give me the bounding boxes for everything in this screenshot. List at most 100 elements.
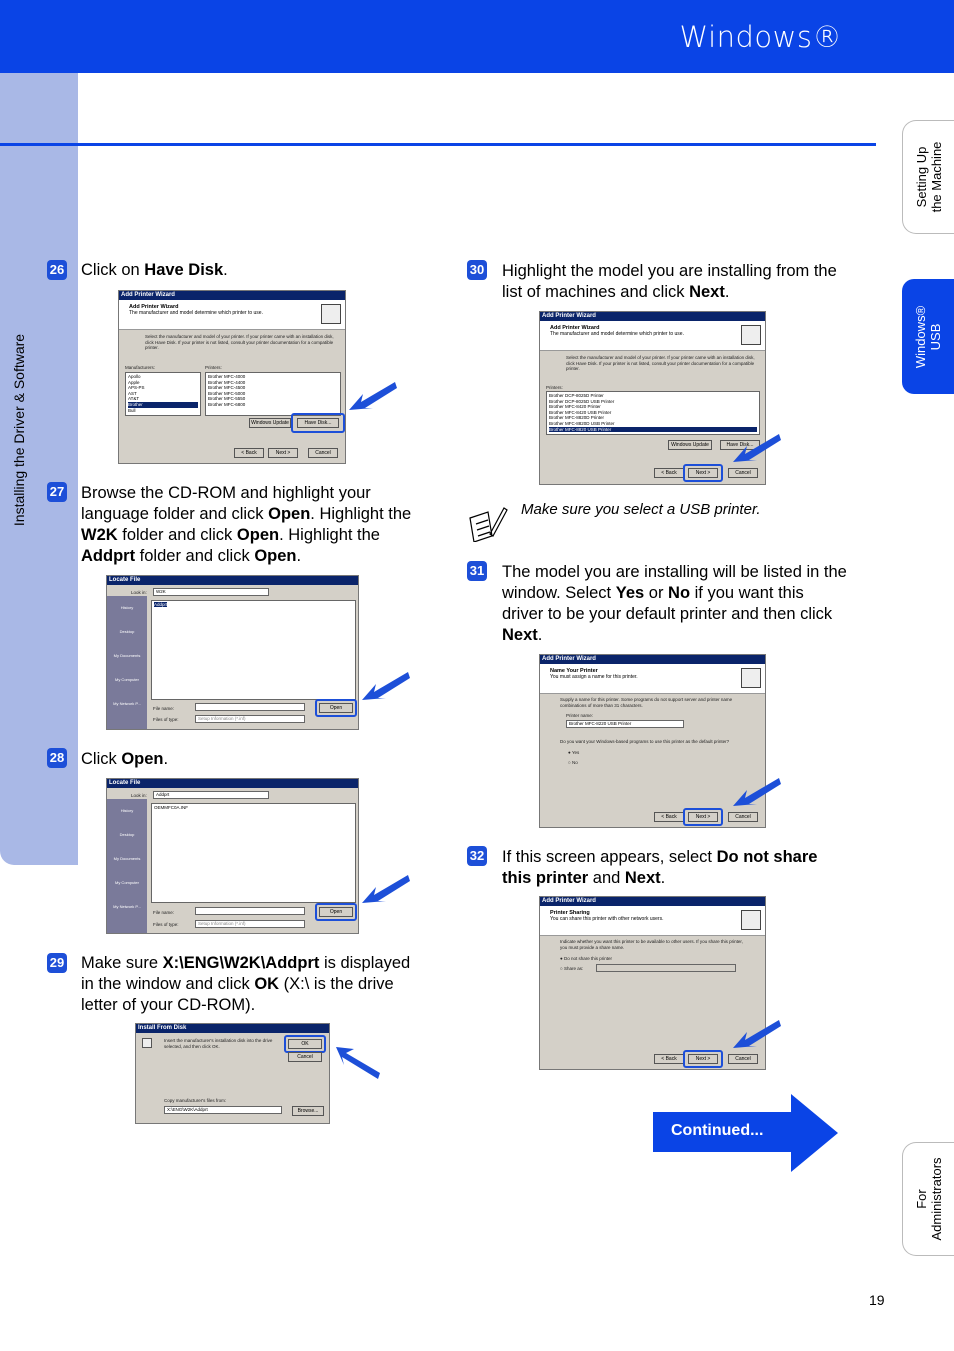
note-pencil-icon bbox=[469, 507, 508, 542]
windows-update-button[interactable]: Windows Update bbox=[668, 440, 712, 450]
cancel-button[interactable]: Cancel bbox=[728, 1054, 758, 1064]
look-in-select[interactable]: Addprt bbox=[153, 791, 269, 799]
dialog-subheading: The manufacturer and model determine whi… bbox=[129, 310, 263, 316]
dialog-body: Indicate whether you want this printer t… bbox=[560, 939, 743, 950]
share-as-radio[interactable]: ○ Share as: bbox=[560, 966, 584, 971]
files-of-type-select[interactable]: Setup Information (*.inf) bbox=[195, 920, 305, 928]
pointer-arrow-icon bbox=[336, 1047, 380, 1079]
file-name-input[interactable] bbox=[195, 703, 305, 711]
do-not-share-radio[interactable]: ● Do not share this printer bbox=[560, 956, 612, 961]
files-of-type-select[interactable]: Setup Information (*.inf) bbox=[195, 715, 305, 723]
highlight-box bbox=[291, 413, 345, 433]
dialog-heading: Name Your Printer bbox=[550, 668, 598, 674]
back-button[interactable]: < Back bbox=[654, 1054, 684, 1064]
continued-label: Continued... bbox=[671, 1122, 764, 1139]
printer-icon bbox=[741, 910, 761, 930]
step-number: 31 bbox=[467, 561, 487, 581]
step-number: 30 bbox=[467, 260, 487, 280]
add-printer-wizard-dialog: Add Printer Wizard Add Printer Wizard Th… bbox=[118, 290, 346, 464]
file-list[interactable]: OEMMFC0A.INF bbox=[151, 803, 356, 903]
dialog-subheading: The manufacturer and model determine whi… bbox=[550, 331, 684, 337]
dialog-caption: Locate File bbox=[107, 779, 358, 788]
back-button[interactable]: < Back bbox=[234, 448, 264, 458]
step-text: Make sure X:\ENG\W2K\Addprt is displayed… bbox=[81, 954, 411, 1014]
step-number: 28 bbox=[47, 748, 67, 768]
cancel-button[interactable]: Cancel bbox=[728, 468, 758, 478]
printers-label: Printers: bbox=[205, 365, 222, 370]
tab-for-administrators[interactable]: For Administrators bbox=[902, 1142, 954, 1256]
install-instruction: Insert the manufacturer's installation d… bbox=[164, 1038, 273, 1049]
back-button[interactable]: < Back bbox=[654, 468, 684, 478]
step-text: If this screen appears, select Do not sh… bbox=[502, 848, 818, 887]
install-from-disk-dialog: Install From Disk Insert the manufacture… bbox=[135, 1023, 330, 1124]
look-in-label: Look in: bbox=[131, 590, 147, 595]
dialog-heading: Printer Sharing bbox=[550, 910, 590, 916]
dialog-subheading: You can share this printer with other ne… bbox=[550, 916, 664, 922]
cancel-button[interactable]: Cancel bbox=[288, 1052, 322, 1062]
windows-update-button[interactable]: Windows Update bbox=[249, 418, 291, 428]
highlight-box bbox=[315, 699, 357, 717]
open-button[interactable]: Open bbox=[319, 703, 353, 713]
dialog-caption: Add Printer Wizard bbox=[540, 897, 765, 906]
next-button[interactable]: Next > bbox=[688, 1054, 718, 1064]
step-number: 29 bbox=[47, 953, 67, 973]
tab-windows-usb[interactable]: Windows® USB bbox=[902, 279, 954, 394]
tab-setting-up-label: Setting Up the Machine bbox=[913, 141, 944, 213]
highlight-box bbox=[683, 464, 723, 482]
highlight-box bbox=[683, 808, 723, 826]
highlight-box bbox=[284, 1035, 326, 1053]
no-radio[interactable]: ○ No bbox=[568, 760, 578, 765]
dialog-header: Name Your Printer You must assign a name… bbox=[540, 664, 765, 694]
dialog-heading: Add Printer Wizard bbox=[129, 304, 179, 310]
tab-installing-section[interactable]: Installing the Driver & Software bbox=[0, 0, 78, 865]
dialog-caption: Add Printer Wizard bbox=[540, 655, 765, 664]
disk-icon bbox=[142, 1038, 152, 1048]
ok-button[interactable]: OK bbox=[288, 1039, 322, 1049]
cancel-button[interactable]: Cancel bbox=[308, 448, 338, 458]
step-text: The model you are installing will be lis… bbox=[502, 563, 847, 644]
printer-icon bbox=[741, 668, 761, 688]
printer-name-input[interactable]: Brother MFC-8220 USB Printer bbox=[566, 720, 684, 728]
file-name-label: File name: bbox=[153, 706, 175, 711]
browse-button[interactable]: Browse... bbox=[292, 1106, 324, 1116]
printer-icon bbox=[741, 325, 761, 345]
next-button[interactable]: Next > bbox=[688, 812, 718, 822]
next-button[interactable]: Next > bbox=[268, 448, 298, 458]
back-button[interactable]: < Back bbox=[654, 812, 684, 822]
open-button[interactable]: Open bbox=[319, 907, 353, 917]
dialog-heading: Add Printer Wizard bbox=[550, 325, 600, 331]
dialog-header: Add Printer Wizard The manufacturer and … bbox=[119, 300, 345, 330]
name-your-printer-dialog: Add Printer Wizard Name Your Printer You… bbox=[539, 654, 766, 828]
tab-setting-up[interactable]: Setting Up the Machine bbox=[902, 120, 954, 234]
file-name-input[interactable] bbox=[195, 907, 305, 915]
add-printer-wizard-dialog: Add Printer Wizard Add Printer Wizard Th… bbox=[539, 311, 766, 485]
files-of-type-label: Files of type: bbox=[153, 922, 179, 927]
pointer-arrow-icon bbox=[362, 875, 410, 903]
file-list[interactable]: Addprt bbox=[151, 600, 356, 700]
default-printer-question: Do you want your Windows-based programs … bbox=[560, 739, 730, 744]
dialog-header: Add Printer Wizard The manufacturer and … bbox=[540, 321, 765, 351]
printer-sharing-dialog: Add Printer Wizard Printer Sharing You c… bbox=[539, 896, 766, 1070]
have-disk-button[interactable]: Have Disk... bbox=[720, 440, 760, 450]
dialog-caption: Add Printer Wizard bbox=[540, 312, 765, 321]
yes-radio[interactable]: ● Yes bbox=[568, 750, 580, 755]
share-name-input[interactable] bbox=[596, 964, 736, 972]
copy-path-input[interactable]: X:\ENG\W2K\Addprt bbox=[164, 1106, 282, 1114]
header-bar: Windows® bbox=[0, 0, 954, 73]
next-button[interactable]: Next > bbox=[688, 468, 718, 478]
tab-windows-usb-label: Windows® USB bbox=[913, 305, 943, 368]
dialog-caption: Locate File bbox=[107, 576, 358, 585]
have-disk-button[interactable]: Have Disk... bbox=[297, 418, 339, 428]
dialog-header: Printer Sharing You can share this print… bbox=[540, 906, 765, 936]
cancel-button[interactable]: Cancel bbox=[728, 812, 758, 822]
step-text: Browse the CD-ROM and highlight your lan… bbox=[81, 484, 412, 565]
look-in-select[interactable]: W2K bbox=[153, 588, 269, 596]
dialog-body: Select the manufacturer and model of you… bbox=[145, 334, 334, 350]
